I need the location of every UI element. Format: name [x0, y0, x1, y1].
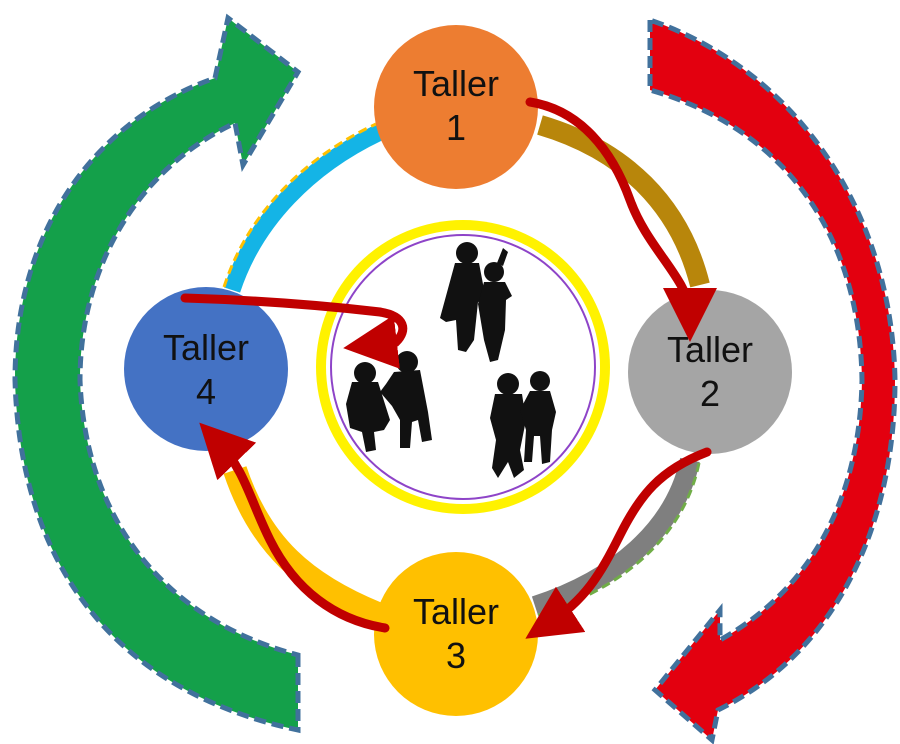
band-left-top	[223, 124, 384, 293]
node-taller-3-number: 3	[446, 635, 466, 676]
node-taller-1-title: Taller	[413, 63, 499, 104]
node-taller-3: Taller 3	[374, 552, 538, 716]
node-taller-1-number: 1	[446, 107, 466, 148]
big-red-arrow	[647, 16, 898, 744]
node-taller-4-circle	[124, 287, 288, 451]
flow-arrow-1-to-2	[525, 97, 717, 342]
node-taller-1-circle	[374, 25, 538, 189]
node-taller-2-number: 2	[700, 373, 720, 414]
children-group-silhouette-icon	[346, 242, 556, 478]
flow-arrow-3-to-4	[199, 422, 390, 633]
big-green-arrow	[12, 13, 302, 734]
band-left-bottom	[223, 466, 385, 627]
band-left-top-outline	[222, 122, 377, 288]
node-taller-2: Taller 2	[628, 290, 792, 454]
node-taller-3-circle	[374, 552, 538, 716]
band-right-top	[537, 115, 710, 288]
node-taller-4: Taller 4	[124, 287, 288, 451]
node-taller-4-title: Taller	[163, 327, 249, 368]
node-taller-1: Taller 1	[374, 25, 538, 189]
node-taller-2-circle	[628, 290, 792, 454]
flow-arrow-2-to-3	[525, 447, 712, 639]
node-taller-3-title: Taller	[413, 591, 499, 632]
node-taller-4-number: 4	[196, 371, 216, 412]
flow-arrow-4-to-center	[180, 293, 408, 369]
node-taller-2-title: Taller	[667, 329, 753, 370]
